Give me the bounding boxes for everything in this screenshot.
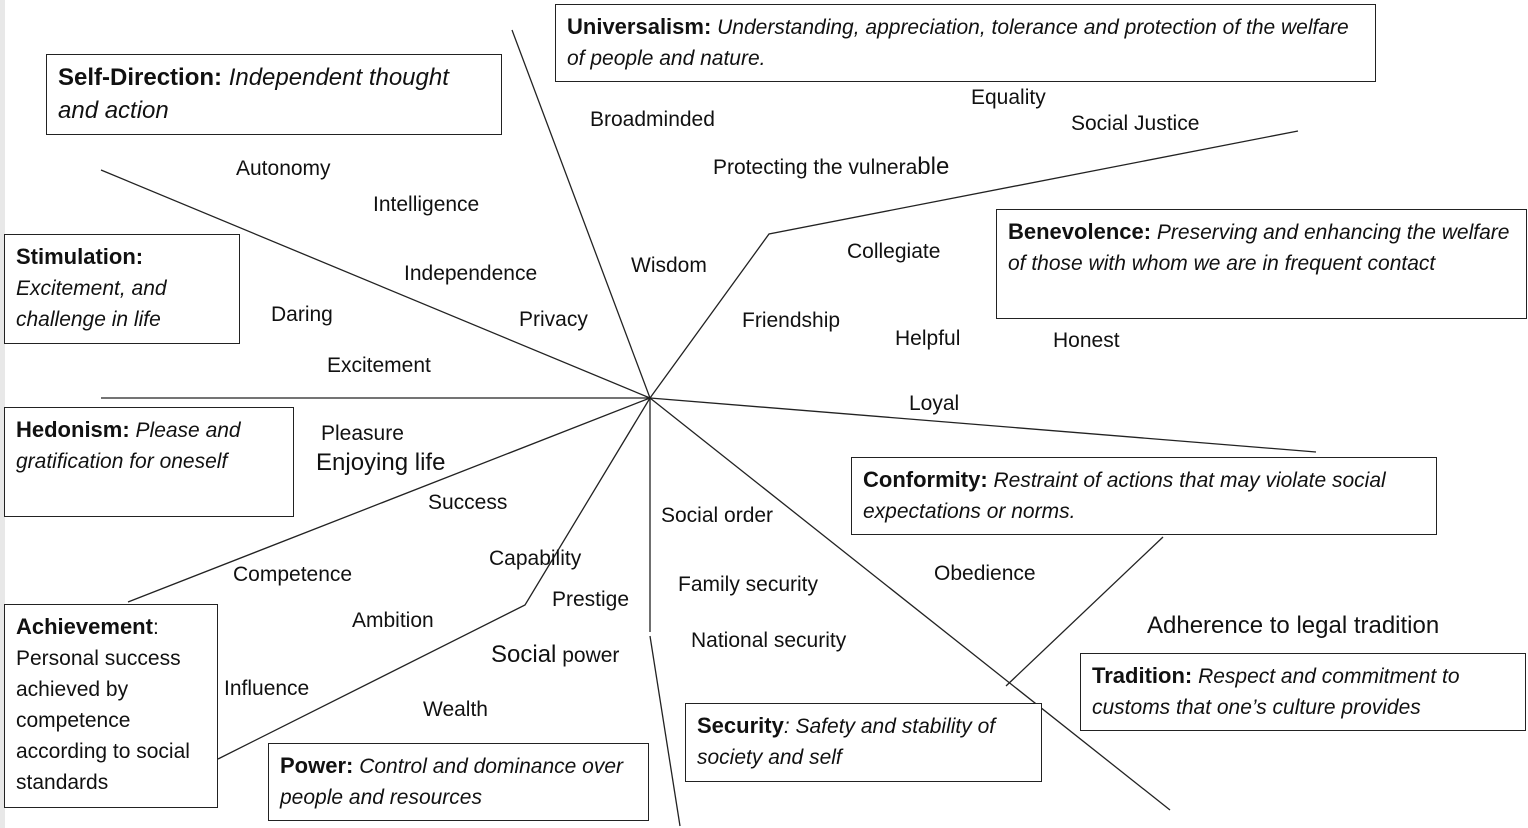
box-title: Achievement: [16, 614, 153, 639]
power-box: Power: Control and dominance over people…: [268, 743, 649, 821]
box-description: Personal success achieved by competence …: [16, 647, 190, 794]
value-autonomy: Autonomy: [236, 157, 331, 180]
box-description: Control and dominance over people and re…: [280, 755, 624, 809]
box-title: Conformity:: [863, 467, 988, 492]
divider-stimulation-self-direction: [100, 169, 651, 399]
achievement-box: Achievement: Personal success achieved by…: [4, 604, 218, 808]
tradition-box: Tradition: Respect and commitment to cus…: [1080, 653, 1526, 731]
value-text-end: power: [556, 644, 620, 667]
box-description: Preserving and enhancing the welfare of …: [1008, 221, 1510, 275]
value-social-justice: Social Justice: [1071, 112, 1200, 135]
value-protecting-the-vulnerable: Protecting the vulnerable: [713, 155, 949, 180]
box-description: Independent thought and action: [58, 64, 449, 124]
value-social-power: Social power: [491, 643, 619, 668]
value-family-security: Family security: [678, 573, 819, 596]
value-wealth: Wealth: [423, 698, 488, 721]
value-equality: Equality: [971, 86, 1046, 109]
value-independence: Independence: [404, 262, 538, 285]
divider-power-achievement: [217, 397, 651, 760]
box-title: Hedonism:: [16, 417, 130, 442]
value-competence: Competence: [233, 563, 353, 586]
box-description: Excitement, and challenge in life: [16, 277, 167, 331]
divider-benevolence-universalism: [649, 130, 1299, 399]
box-description: Restraint of actions that may violate so…: [863, 469, 1386, 523]
value-ambition: Ambition: [352, 609, 434, 632]
value-influence: Influence: [224, 677, 310, 700]
value-broadminded: Broadminded: [590, 108, 715, 131]
value-honest: Honest: [1053, 329, 1120, 352]
box-description: Understanding, appreciation, tolerance a…: [567, 16, 1349, 70]
value-success: Success: [428, 491, 508, 514]
value-intelligence: Intelligence: [373, 193, 480, 216]
hedonism-box: Hedonism: Please and gratification for o…: [4, 407, 294, 517]
universalism-box: Universalism: Understanding, appreciatio…: [555, 4, 1376, 82]
box-title: Benevolence:: [1008, 219, 1152, 244]
value-obedience: Obedience: [934, 562, 1036, 585]
value-national-security: National security: [691, 629, 847, 652]
divider-self-direction-universalism: [511, 29, 651, 399]
value-text: Protecting the vulnera: [713, 156, 918, 179]
value-friendship: Friendship: [742, 309, 841, 332]
divider-conformity-tradition: [1005, 536, 1164, 687]
conformity-box: Conformity: Restraint of actions that ma…: [851, 457, 1437, 535]
box-title: Tradition:: [1092, 663, 1193, 688]
value-wisdom: Wisdom: [631, 254, 707, 277]
value-excitement: Excitement: [327, 354, 431, 377]
value-collegiate: Collegiate: [847, 240, 941, 263]
security-box: Security: Safety and stability of societ…: [685, 703, 1042, 782]
value-loyal: Loyal: [909, 392, 960, 415]
divider-conformity-benevolence: [649, 397, 1317, 453]
stimulation-box: Stimulation: Excitement, and challenge in…: [4, 234, 240, 344]
box-colon: :: [152, 616, 159, 639]
value-helpful: Helpful: [895, 327, 961, 350]
value-prestige: Prestige: [552, 588, 630, 611]
value-privacy: Privacy: [519, 308, 588, 331]
value-enjoying-life: Enjoying life: [316, 449, 446, 476]
box-description: Please and gratification for oneself: [16, 419, 241, 473]
value-daring: Daring: [271, 303, 333, 326]
box-title: Self-Direction:: [58, 64, 223, 91]
divider-security-power-lower: [649, 635, 681, 827]
box-title: Power:: [280, 753, 354, 778]
divider-tradition-security: [649, 397, 1171, 811]
box-title: Stimulation:: [16, 244, 144, 269]
value-text: Social: [491, 641, 557, 668]
left-edge-strip: [0, 0, 5, 828]
box-title: Security: [697, 713, 784, 738]
value-adherence-to-legal-tradition: Adherence to legal tradition: [1147, 612, 1440, 639]
box-title: Universalism:: [567, 14, 712, 39]
self-direction-box: Self-Direction: Independent thought and …: [46, 54, 502, 135]
value-pleasure: Pleasure: [321, 422, 404, 445]
box-description: Respect and commitment to customs that o…: [1092, 665, 1460, 719]
value-text-end: ble: [917, 153, 950, 180]
value-social-order: Social order: [661, 504, 774, 527]
value-capability: Capability: [489, 547, 582, 570]
benevolence-box: Benevolence: Preserving and enhancing th…: [996, 209, 1527, 319]
box-description: : Safety and stability of society and se…: [697, 715, 996, 769]
divider-achievement-hedonism: [127, 397, 651, 603]
